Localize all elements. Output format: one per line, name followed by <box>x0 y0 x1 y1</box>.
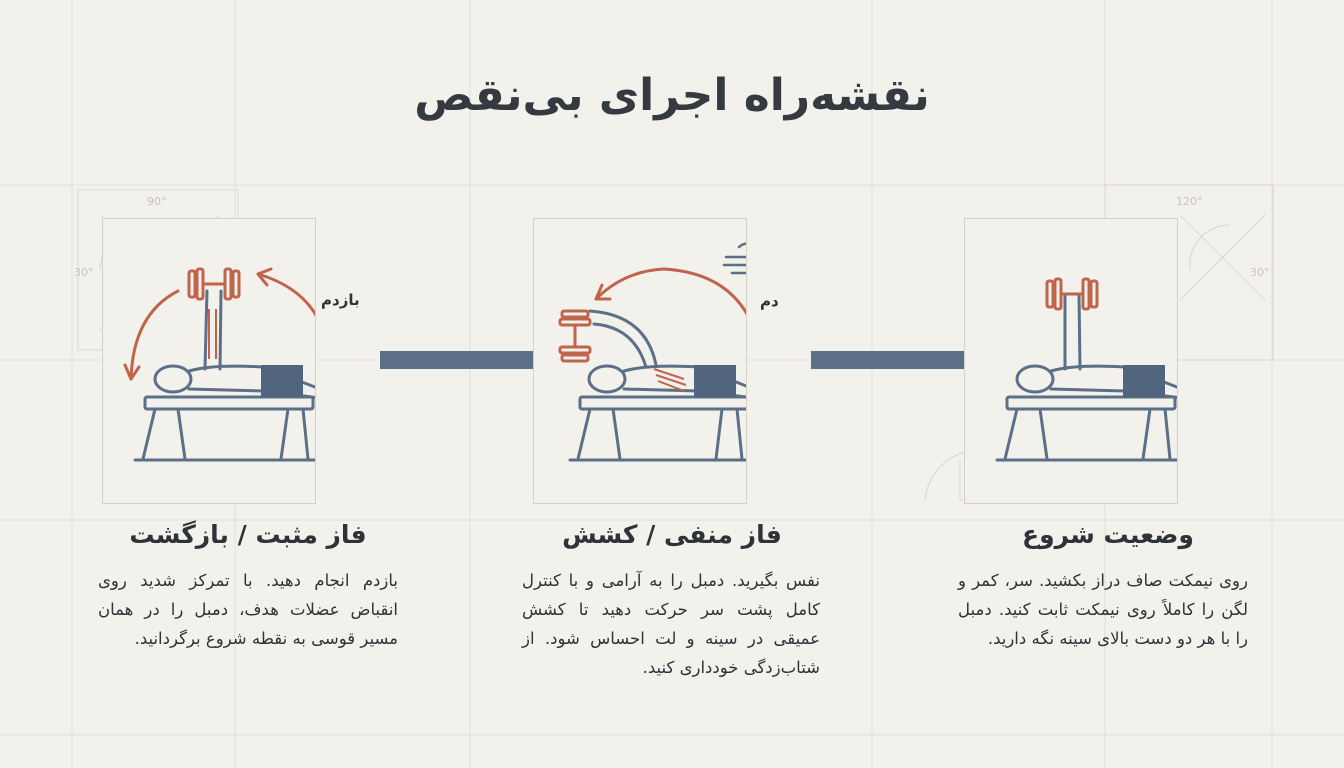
chest-muscle-highlight <box>653 368 687 392</box>
angle-label-side-right: 30° <box>1250 266 1270 279</box>
step-text-negative: نفس بگیرید. دمبل را به آرامی و با کنترل … <box>522 571 820 677</box>
page-title: نقشه‌راه اجرای بی‌نقص <box>414 70 930 121</box>
breath-label-inhale: دم <box>760 292 779 310</box>
connector-right <box>811 351 965 369</box>
step-heading-negative: فاز منفی / کشش <box>562 520 782 549</box>
angle-label-top-left: 90° <box>147 195 167 208</box>
panel-negative-phase: دم <box>533 218 779 504</box>
positive-phase-illustration <box>123 267 315 462</box>
negative-phase-illustration <box>558 242 746 462</box>
motion-arc-arrows <box>123 267 315 381</box>
panel-positive-phase: بازدم <box>102 218 360 504</box>
step-heading-start: وضعیت شروع <box>1022 520 1194 549</box>
start-position-illustration <box>995 277 1177 462</box>
connector-left <box>380 351 534 369</box>
step-text-positive: بازدم انجام دهید. با تمرکز شدید روی انقب… <box>98 571 398 648</box>
angle-label-top-right: 120° <box>1176 195 1203 208</box>
breath-label-exhale: بازدم <box>321 291 360 309</box>
arm-muscle-highlight <box>208 309 217 359</box>
angle-label-side-left: 30° <box>74 266 94 279</box>
breath-in-icon <box>722 242 746 275</box>
step-text-start: روی نیمکت صاف دراز بکشید. سر، کمر و لگن … <box>958 571 1248 648</box>
panel-start-position <box>964 218 1178 504</box>
step-heading-positive: فاز مثبت / بازگشت <box>129 520 367 549</box>
motion-arc-arrow <box>594 267 746 316</box>
